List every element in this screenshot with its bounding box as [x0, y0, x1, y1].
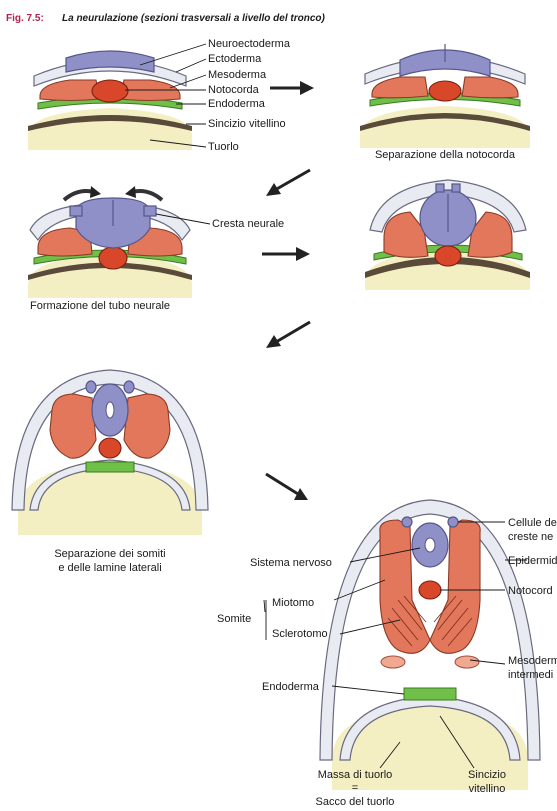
arrow-down-left-1 — [266, 170, 310, 196]
label-somite: Somite — [217, 613, 251, 625]
label-epidermis: Epidermid — [508, 555, 557, 567]
label-intermediate-mesoderm-2: intermedi — [508, 669, 553, 681]
label-ectoderm: Ectoderma — [208, 53, 262, 65]
label-stage6-syncytium-1: Sincizio — [468, 769, 506, 781]
stage5-notochord — [99, 438, 121, 458]
figure-number: Fig. 7.5: — [6, 13, 44, 24]
label-stage6-endoderm: Endoderma — [262, 681, 320, 693]
label-notochord: Notocorda — [208, 84, 260, 96]
stage6-intermediate-mesoderm-right — [455, 656, 479, 668]
stage6-neural-crest-left — [402, 517, 412, 527]
label-yolk-mass: Massa di tuorlo — [318, 769, 393, 781]
caption-stage5-line2: e delle lamine laterali — [58, 562, 161, 574]
label-yolk: Tuorlo — [208, 141, 239, 153]
arrow-right-2 — [262, 247, 310, 261]
label-endoderm: Endoderma — [208, 98, 266, 110]
label-sclerotome: Sclerotomo — [272, 628, 328, 640]
stage4-notochord — [435, 246, 461, 266]
label-yolk-sac: Sacco del tuorlo — [316, 796, 395, 808]
stage2-notochord — [429, 81, 461, 101]
stage3-diagram — [28, 186, 192, 298]
label-neural-crest: Cresta neurale — [212, 218, 284, 230]
stage1-mesoderm-left — [40, 80, 100, 101]
stage2-diagram — [360, 44, 530, 148]
stage1-notochord — [92, 80, 128, 102]
label-neuroectoderm: Neuroectoderma — [208, 38, 291, 50]
stage6-notochord — [419, 581, 441, 599]
caption-stage2: Separazione della notocorda — [375, 149, 516, 161]
label-equals: = — [352, 782, 358, 794]
label-yolk-syncytium: Sincizio vitellino — [208, 118, 286, 130]
label-stage6-syncytium-2: vitellino — [469, 783, 506, 795]
label-myotome: Miotomo — [272, 597, 314, 609]
stage6-neural-crest-right — [448, 517, 458, 527]
stage5-diagram — [12, 370, 208, 535]
caption-stage3: Formazione del tubo neurale — [30, 300, 170, 312]
label-neural-crest-cells-2: creste ne — [508, 531, 553, 543]
stage1-yolk — [28, 108, 192, 150]
label-mesoderm: Mesoderma — [208, 69, 267, 81]
stage1-diagram — [28, 51, 192, 150]
stage6-endoderm — [404, 688, 456, 700]
caption-stage5-line1: Separazione dei somiti — [54, 548, 165, 560]
label-nervous-system: Sistema nervoso — [250, 557, 332, 569]
arrow-down-right — [266, 474, 308, 500]
figure-title: La neurulazione (sezioni trasversali a l… — [62, 13, 326, 24]
label-neural-crest-cells-1: Cellule de — [508, 517, 557, 529]
stage3-notochord — [99, 247, 127, 269]
stage6-diagram — [320, 500, 540, 790]
stage6-intermediate-mesoderm-left — [381, 656, 405, 668]
arrow-right-1 — [270, 81, 314, 95]
label-intermediate-mesoderm-1: Mesoderm — [508, 655, 557, 667]
stage4-diagram — [365, 180, 530, 290]
arrow-down-left-2 — [266, 322, 310, 348]
label-stage6-notochord: Notocord — [508, 585, 553, 597]
